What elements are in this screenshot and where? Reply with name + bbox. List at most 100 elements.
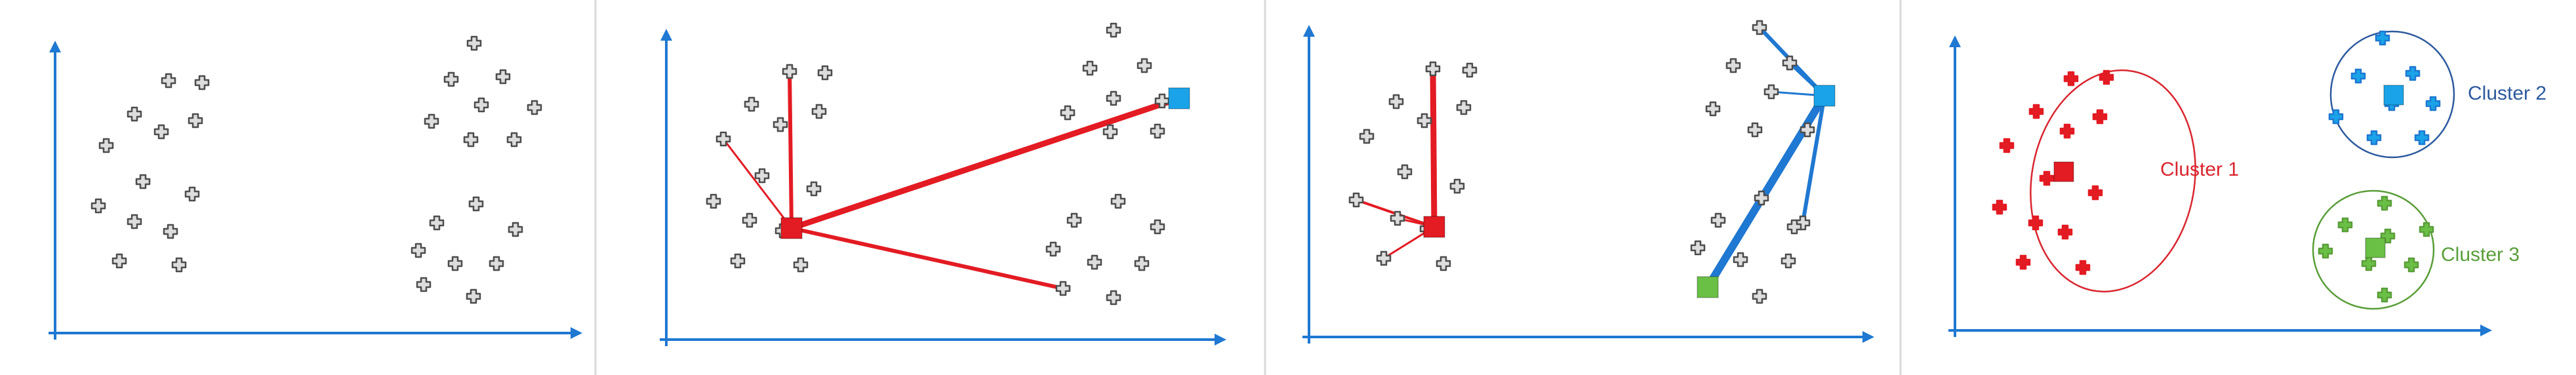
- distance-line: [722, 138, 793, 229]
- data-point: [1449, 178, 1465, 194]
- distance-line: [1801, 94, 1826, 225]
- data-point: [411, 243, 426, 258]
- data-point: [1150, 123, 1165, 139]
- data-point: [2092, 109, 2108, 125]
- data-point: [730, 253, 746, 269]
- data-point: [754, 168, 770, 184]
- data-point: [2318, 243, 2333, 259]
- data-point: [2404, 257, 2419, 273]
- data-point: [2405, 66, 2421, 81]
- green-centroid: [1697, 276, 1719, 298]
- data-point: [188, 113, 203, 128]
- data-point: [1747, 122, 1763, 138]
- data-point: [1388, 94, 1404, 109]
- data-point: [806, 181, 822, 197]
- data-point: [1106, 290, 1121, 306]
- data-point: [1060, 105, 1076, 121]
- distance-line: [1430, 66, 1438, 230]
- data-point: [1045, 241, 1061, 257]
- data-point: [1359, 128, 1375, 144]
- red-centroid: [2053, 161, 2074, 182]
- data-point: [1348, 192, 1364, 208]
- data-point: [153, 124, 169, 140]
- cluster-1-boundary: [2030, 69, 2196, 293]
- data-point: [1066, 212, 1082, 228]
- data-point: [2328, 109, 2344, 125]
- data-point: [2057, 224, 2073, 240]
- data-point: [135, 174, 151, 189]
- data-point: [1376, 250, 1392, 266]
- cluster-2-label: Cluster 2: [2468, 83, 2546, 104]
- data-point: [429, 215, 445, 231]
- data-point: [443, 71, 459, 87]
- data-point: [1134, 256, 1150, 271]
- data-point: [1425, 61, 1441, 77]
- data-point: [2059, 123, 2075, 139]
- data-point: [194, 75, 210, 90]
- data-point: [742, 212, 757, 228]
- data-point: [706, 193, 721, 209]
- data-point: [2337, 217, 2353, 233]
- data-point: [1992, 199, 2007, 215]
- data-point: [127, 106, 142, 122]
- data-point: [2377, 287, 2392, 303]
- data-point: [2087, 185, 2103, 201]
- axes: [660, 29, 1226, 346]
- data-point: [1733, 252, 1748, 267]
- data-point: [744, 96, 759, 112]
- data-point: [2414, 130, 2430, 146]
- data-point: [2039, 170, 2055, 186]
- data-point: [466, 288, 481, 304]
- axes: [49, 41, 582, 340]
- data-point: [2063, 71, 2079, 87]
- data-point: [2015, 254, 2031, 270]
- data-point: [466, 35, 482, 51]
- panel-distances: [660, 22, 1226, 346]
- data-point: [1690, 240, 1706, 256]
- data-point: [1436, 256, 1451, 271]
- data-point: [1752, 288, 1767, 304]
- data-point: [1150, 219, 1165, 235]
- blue-centroid: [2383, 85, 2404, 106]
- data-point: [1705, 101, 1721, 117]
- panel-data-points: [49, 35, 582, 340]
- data-point: [473, 97, 489, 113]
- red-centroid: [1423, 216, 1445, 238]
- axes: [1302, 25, 1874, 344]
- data-point: [463, 132, 479, 148]
- data-point: [424, 113, 439, 129]
- data-point: [1710, 212, 1726, 228]
- data-point: [2028, 104, 2044, 119]
- cluster-3-boundary: [2312, 189, 2435, 310]
- data-point: [1055, 281, 1071, 296]
- red-centroid: [780, 217, 803, 239]
- cluster-3-label: Cluster 3: [2441, 244, 2520, 266]
- blue-centroid: [1813, 85, 1836, 107]
- data-point: [416, 277, 432, 292]
- cluster-2-boundary: [2329, 30, 2455, 159]
- distance-line: [790, 226, 1065, 290]
- data-point: [127, 214, 142, 229]
- distance-line: [788, 95, 1182, 231]
- data-point: [91, 198, 106, 214]
- data-point: [447, 256, 463, 271]
- data-point: [2028, 215, 2043, 231]
- data-point: [161, 73, 176, 89]
- data-point: [1397, 164, 1413, 180]
- data-point: [1106, 90, 1121, 106]
- data-point: [782, 64, 797, 79]
- data-point: [506, 132, 522, 148]
- data-point: [1087, 254, 1102, 270]
- blue-centroid: [1168, 87, 1190, 109]
- data-point: [527, 100, 542, 115]
- data-point: [817, 65, 833, 81]
- data-point: [1137, 58, 1152, 73]
- data-point: [1102, 124, 1118, 140]
- data-point: [1781, 253, 1796, 269]
- data-point: [2377, 195, 2392, 211]
- data-point: [811, 104, 827, 119]
- data-point: [171, 257, 187, 273]
- data-point: [1106, 22, 1121, 38]
- green-centroid: [2365, 237, 2386, 258]
